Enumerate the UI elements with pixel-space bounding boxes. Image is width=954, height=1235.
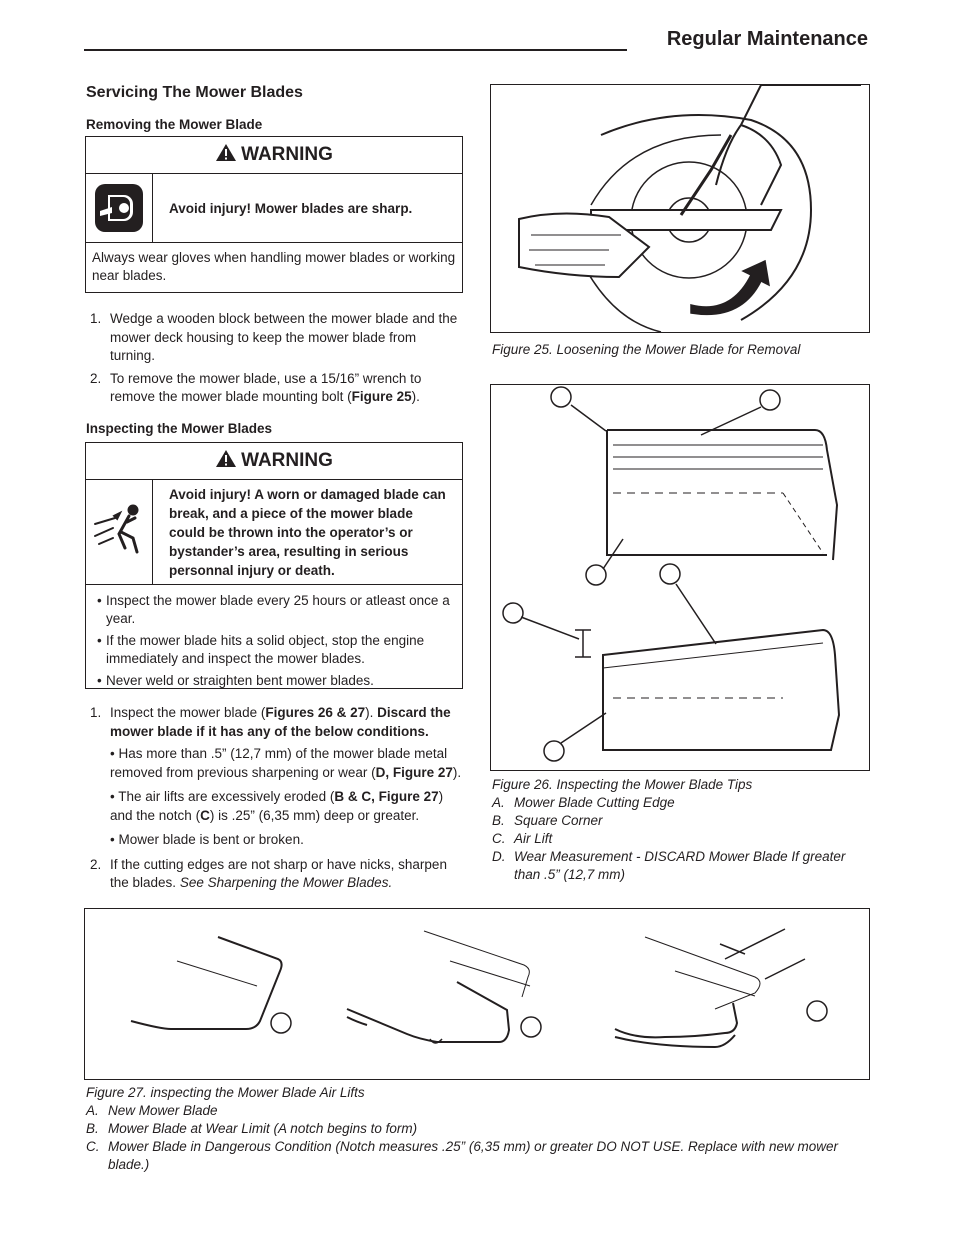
warning-message-row: Avoid injury! A worn or damaged blade ca… <box>86 480 462 585</box>
figure-27-illustration <box>130 928 828 1049</box>
inspecting-heading: Inspecting the Mower Blades <box>86 421 273 436</box>
list-item: Inspect the mower blade every 25 hours o… <box>92 592 456 628</box>
figure-26-illustration <box>502 386 841 762</box>
figure-25 <box>490 84 870 333</box>
hand-in-glove-icon <box>86 174 153 242</box>
legend-item: C.Mower Blade in Dangerous Condition (No… <box>86 1139 839 1172</box>
legend-item: B.Square Corner <box>492 813 603 828</box>
removing-steps: 1.Wedge a wooden block between the mower… <box>86 310 462 411</box>
figure-25-illustration <box>518 85 861 332</box>
warning-triangle-icon <box>216 450 237 467</box>
figure-27-caption: Figure 27. inspecting the Mower Blade Ai… <box>86 1084 868 1174</box>
list-item: 2.If the cutting edges are not sharp or … <box>90 856 447 891</box>
page-title: Regular Maintenance <box>666 28 868 50</box>
warning-header: WARNING <box>86 443 462 480</box>
warning-message-row: Avoid injury! Mower blades are sharp. <box>86 174 462 243</box>
warning-body: Inspect the mower blade every 25 hours o… <box>86 585 462 700</box>
warning-message: Avoid injury! Mower blades are sharp. <box>169 200 413 216</box>
figure-reference: Figure 25 <box>351 389 412 404</box>
figure-26-caption: Figure 26. Inspecting the Mower Blade Ti… <box>492 776 862 884</box>
legend-item: D.Wear Measurement - DISCARD Mower Blade… <box>492 849 846 882</box>
legend-item: A.Mower Blade Cutting Edge <box>492 795 675 810</box>
warning-body: Always wear gloves when handling mower b… <box>92 250 456 283</box>
list-item: 1.Inspect the mower blade (Figures 26 & … <box>86 704 464 850</box>
figure-27 <box>84 908 870 1080</box>
sub-item: • The air lifts are excessively eroded (… <box>110 789 444 823</box>
section-title: Servicing The Mower Blades <box>86 84 303 101</box>
list-item: 1.Wedge a wooden block between the mower… <box>90 311 458 363</box>
list-item: If the mower blade hits a solid object, … <box>92 632 456 668</box>
warning-box-inspecting: WARNING Avoid injury! A worn or damaged … <box>85 442 463 690</box>
list-item: 2.To remove the mower blade, use a 15/16… <box>90 370 422 405</box>
warning-box-removing: WARNING Avoid injury! Mower blades are s… <box>85 136 463 293</box>
figure-26 <box>490 384 870 771</box>
warning-header: WARNING <box>86 137 462 174</box>
legend-item: C.Air Lift <box>492 831 553 846</box>
legend-item: A.New Mower Blade <box>86 1103 218 1118</box>
inspecting-steps: 1.Inspect the mower blade (Figures 26 & … <box>86 704 464 897</box>
legend-item: B.Mower Blade at Wear Limit (A notch beg… <box>86 1121 418 1136</box>
warning-label: WARNING <box>241 450 333 471</box>
removing-heading: Removing the Mower Blade <box>86 117 263 132</box>
warning-message: Avoid injury! A worn or damaged blade ca… <box>169 486 446 578</box>
list-item: Never weld or straighten bent mower blad… <box>92 672 456 690</box>
figure-25-caption: Figure 25. Loosening the Mower Blade for… <box>492 342 801 357</box>
thrown-object-icon <box>86 480 153 584</box>
sub-item: • Mower blade is bent or broken. <box>110 832 304 847</box>
sub-item: • Has more than .5” (12,7 mm) of the mow… <box>110 746 462 780</box>
warning-triangle-icon <box>216 144 237 161</box>
header-rule <box>84 49 627 51</box>
warning-label: WARNING <box>241 144 333 165</box>
